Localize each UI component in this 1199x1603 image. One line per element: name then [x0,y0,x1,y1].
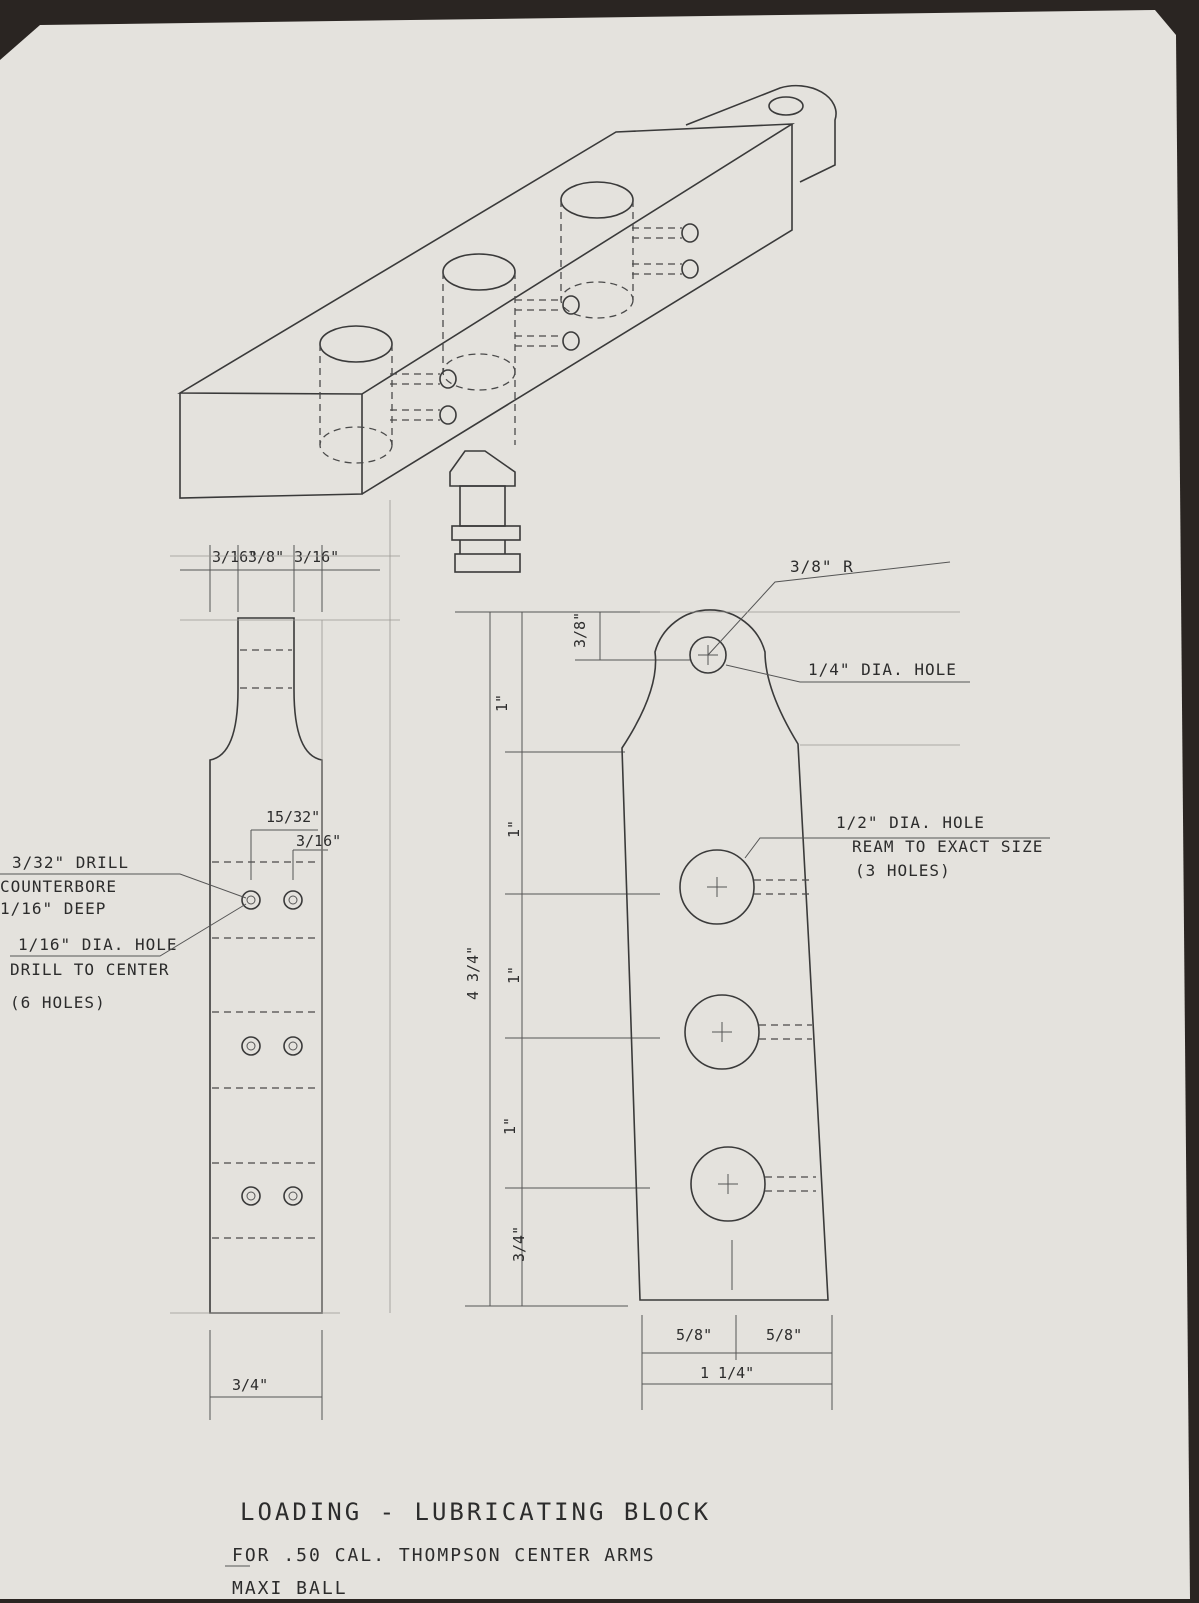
dim-half-right: 5/8" [766,1326,802,1344]
note-half-hole: 1/2" DIA. HOLE [836,813,985,832]
iso-block-front [179,393,363,499]
note-ream: REAM TO EXACT SIZE [852,837,1043,856]
title-block: LOADING - LUBRICATING BLOCK FOR .50 CAL.… [225,1498,711,1599]
drill-notes: 3/32" DRILL COUNTERBORE 1/16" DEEP 1/16"… [0,853,247,1012]
radius-leader [707,561,951,656]
counterbore-hole [241,890,261,910]
front-bore-2 [684,994,760,1070]
drawing-title: LOADING - LUBRICATING BLOCK [240,1498,711,1526]
note-hole-line1: 1/16" DIA. HOLE [18,935,178,954]
dim-seg-bottom: 3/4" [510,1226,528,1262]
drawing-subtitle-line2: MAXI BALL [232,1578,348,1599]
iso-ear-hole [768,96,804,116]
top-width-dim-lines [180,545,380,612]
counterbore-hole [246,1191,256,1201]
vertical-dimensions: 3/8" 4 3/4" 1" 1" 1" 1" 3/4" [455,611,690,1307]
dim-overall-height: 4 3/4" [464,946,482,1000]
quarter-hole-leader [725,664,970,683]
counterbore-hole [283,1036,303,1056]
note-drill-line1: 3/32" DRILL [12,853,129,872]
counterbore-hole [288,1191,298,1201]
iso-hole [562,331,580,351]
paper-sheet [0,10,1190,1599]
projection-guides [170,500,960,1314]
dim-seg-2: 1" [505,820,523,838]
dim-front-width: 1 1/4" [700,1364,754,1382]
front-outline [621,609,829,1301]
dim-top-right: 3/16" [294,548,339,566]
front-view: 3/8" R 1/4" DIA. HOLE 1/2" DIA. HOLE REA… [621,557,1050,1410]
dim-top-left: 3/16" [212,548,257,566]
note-ream-count: (3 HOLES) [855,861,951,880]
note-hole-leader [10,903,247,957]
note-drill-line2: COUNTERBORE [0,877,117,896]
front-side-holes [754,879,816,1192]
front-bore-3 [690,1146,766,1222]
iso-block-side [361,124,793,495]
iso-hole [439,369,457,389]
counterbore-hole [246,1041,256,1051]
iso-hole [681,223,699,243]
drill-spacing-dim-line [250,829,328,880]
side-counterbore-holes [241,890,303,1206]
front-bore-centers [707,877,738,1290]
counterbore-hole [283,890,303,910]
dim-top-center: 3/8" [248,548,284,566]
dim-ear-height: 3/8" [571,612,589,648]
side-width-dim-line [209,1330,323,1420]
note-hole-line2: DRILL TO CENTER [10,960,170,979]
half-hole-leader [744,837,1050,859]
iso-plunger-collar [451,525,521,541]
iso-bore-3-bottom [560,281,634,319]
isometric-view [177,84,837,573]
side-hidden-lines [212,649,320,1239]
note-drill-line3: 1/16" DEEP [0,899,106,918]
iso-ear [685,84,837,183]
dim-half-left: 5/8" [676,1326,712,1344]
note-quarter-hole: 1/4" DIA. HOLE [808,660,957,679]
dim-side-width: 3/4" [232,1376,268,1394]
iso-plunger-base [454,553,521,573]
dim-drill-spacing: 15/32" [266,808,320,826]
drawing-subtitle-line1: FOR .50 CAL. THOMPSON CENTER ARMS [232,1545,656,1566]
iso-hole [439,405,457,425]
iso-plunger-stem [459,540,506,554]
counterbore-hole [241,1036,261,1056]
iso-plunger-tip [449,450,516,487]
iso-bore-hidden [319,200,634,445]
iso-hole [562,295,580,315]
counterbore-hole [246,895,256,905]
counterbore-hole [283,1186,303,1206]
iso-bore-1-bottom [319,426,393,464]
counterbore-hole [241,1186,261,1206]
dim-seg-1: 1" [493,694,511,712]
iso-hole-hidden [390,227,682,421]
dim-drill-offset: 3/16" [296,832,341,850]
front-bore-1 [679,849,755,925]
note-ear-radius: 3/8" R [790,557,854,576]
iso-hole [681,259,699,279]
counterbore-hole [288,895,298,905]
note-hole-line3: (6 HOLES) [10,993,106,1012]
dim-seg-3: 1" [505,966,523,984]
front-width-dim-lines [641,1315,833,1410]
note-drill-leader [0,873,247,899]
dim-seg-4: 1" [501,1117,519,1135]
front-ear-hole [689,636,727,674]
counterbore-hole [288,1041,298,1051]
vertical-dim-lines [455,611,690,1307]
